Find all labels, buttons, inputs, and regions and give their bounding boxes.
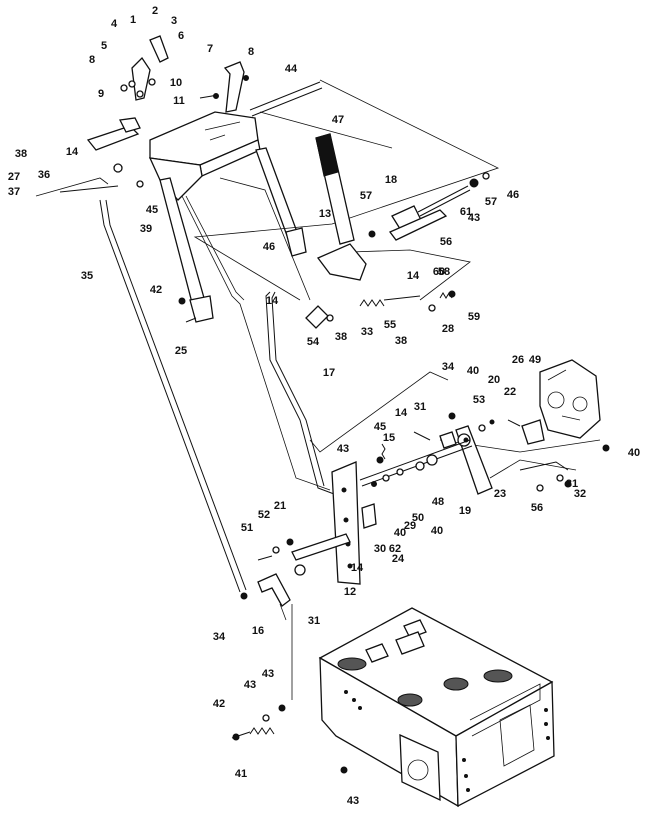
callout-20: 20 xyxy=(488,374,500,386)
callout-31: 31 xyxy=(566,478,578,490)
callout-7: 7 xyxy=(207,43,213,55)
callout-19: 19 xyxy=(459,505,471,517)
callout-29: 29 xyxy=(404,520,416,532)
callout-11: 11 xyxy=(173,95,185,107)
callout-40: 40 xyxy=(467,365,479,377)
callout-9: 9 xyxy=(98,88,104,100)
callout-49: 49 xyxy=(529,354,541,366)
callout-32: 32 xyxy=(574,488,586,500)
callout-17: 17 xyxy=(323,367,335,379)
callout-13: 13 xyxy=(319,208,331,220)
callout-52: 52 xyxy=(258,509,270,521)
callout-37: 37 xyxy=(8,186,20,198)
callout-25: 25 xyxy=(175,345,187,357)
callout-38: 38 xyxy=(335,331,347,343)
callout-41: 41 xyxy=(235,768,247,780)
gearbox-assembly xyxy=(359,359,610,495)
lower-spring xyxy=(231,704,348,774)
callout-8: 8 xyxy=(248,46,254,58)
callout-60: 60 xyxy=(433,266,445,278)
callout-45: 45 xyxy=(146,204,158,216)
callout-10: 10 xyxy=(170,77,182,89)
callout-14: 14 xyxy=(351,562,364,574)
callout-38: 38 xyxy=(15,148,27,160)
callout-5: 5 xyxy=(101,40,107,52)
callout-54: 54 xyxy=(307,336,320,348)
callout-40: 40 xyxy=(628,447,640,459)
callout-6: 6 xyxy=(178,30,184,42)
callout-62: 62 xyxy=(389,543,401,555)
top-fasteners xyxy=(35,56,249,197)
callout-42: 42 xyxy=(213,698,225,710)
callout-35: 35 xyxy=(81,270,93,282)
callout-31: 31 xyxy=(414,401,426,413)
lever-assembly xyxy=(178,133,490,329)
callout-51: 51 xyxy=(241,522,253,534)
callout-43: 43 xyxy=(262,668,274,680)
callout-24: 24 xyxy=(392,553,405,565)
callout-43: 43 xyxy=(468,212,480,224)
callout-43: 43 xyxy=(244,679,256,691)
callout-labels: 1234567889101112131414141414151617181920… xyxy=(8,5,640,807)
callout-2: 2 xyxy=(152,5,158,17)
callout-14: 14 xyxy=(266,295,279,307)
side-plate xyxy=(240,461,377,607)
callout-22: 22 xyxy=(504,386,516,398)
callout-31: 31 xyxy=(308,615,320,627)
callout-12: 12 xyxy=(344,586,356,598)
callout-14: 14 xyxy=(66,146,79,158)
callout-57: 57 xyxy=(360,190,372,202)
callout-50: 50 xyxy=(412,512,424,524)
callout-44: 44 xyxy=(285,63,298,75)
callout-43: 43 xyxy=(347,795,359,807)
callout-56: 56 xyxy=(531,502,543,514)
callout-8: 8 xyxy=(89,54,95,66)
callout-18: 18 xyxy=(385,174,397,186)
callout-57: 57 xyxy=(485,196,497,208)
callout-34: 34 xyxy=(213,631,226,643)
callout-38: 38 xyxy=(395,335,407,347)
callout-56: 56 xyxy=(440,236,452,248)
callout-59: 59 xyxy=(468,311,480,323)
callout-34: 34 xyxy=(442,361,455,373)
callout-43: 43 xyxy=(337,443,349,455)
chassis-frame xyxy=(318,607,555,808)
callout-42: 42 xyxy=(150,284,162,296)
callout-30: 30 xyxy=(374,543,386,555)
handle-assembly xyxy=(86,35,323,323)
callout-36: 36 xyxy=(38,169,50,181)
callout-47: 47 xyxy=(332,114,344,126)
callout-3: 3 xyxy=(171,15,177,27)
callout-39: 39 xyxy=(140,223,152,235)
callout-61: 61 xyxy=(460,206,472,218)
callout-40: 40 xyxy=(394,527,406,539)
callout-46: 46 xyxy=(263,241,275,253)
callout-16: 16 xyxy=(252,625,264,637)
callout-45: 45 xyxy=(374,421,386,433)
callout-46: 46 xyxy=(507,189,519,201)
callout-14: 14 xyxy=(407,270,420,282)
callout-48: 48 xyxy=(432,496,444,508)
callout-33: 33 xyxy=(361,326,373,338)
callout-55: 55 xyxy=(384,319,396,331)
callout-58: 58 xyxy=(438,266,450,278)
callout-27: 27 xyxy=(8,171,20,183)
callout-21: 21 xyxy=(274,500,286,512)
callout-1: 1 xyxy=(130,14,136,26)
callout-40: 40 xyxy=(431,525,443,537)
callout-23: 23 xyxy=(494,488,506,500)
callout-53: 53 xyxy=(473,394,485,406)
callout-15: 15 xyxy=(383,432,395,444)
callout-26: 26 xyxy=(512,354,524,366)
callout-14: 14 xyxy=(395,407,408,419)
callout-28: 28 xyxy=(442,323,454,335)
callout-4: 4 xyxy=(111,18,118,30)
